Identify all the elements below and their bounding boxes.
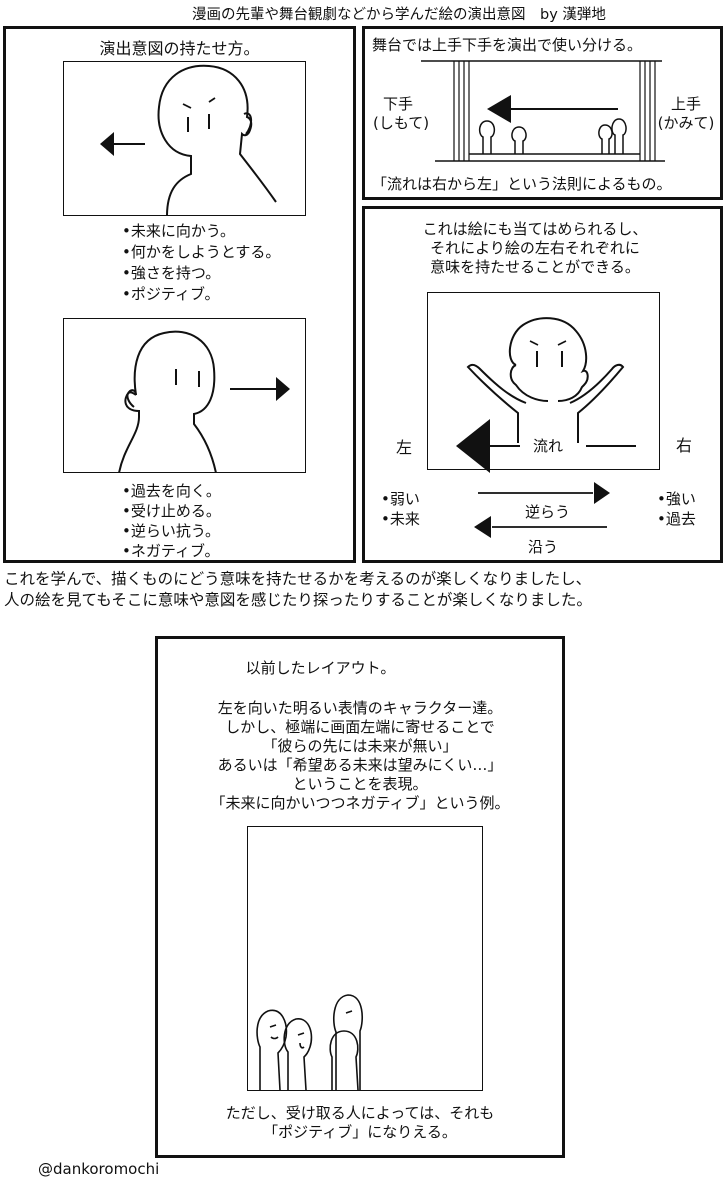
right-word: 右	[676, 436, 693, 455]
panel-left: 演出意図の持たせ方。 •未来に向かう。 •何かをしようとする。 •強さを持つ。 …	[3, 26, 356, 563]
stage-diagram	[421, 60, 665, 162]
direction-arrows	[474, 482, 610, 538]
layout-footer-note: ただし、受け取る人によっては、それも 「ポジティブ」になりえる。	[225, 1104, 495, 1141]
stage-right-label: 上手 (かみて)	[657, 95, 715, 132]
list-item: •過去を向く。	[122, 482, 221, 500]
list-item: •受け止める。	[122, 502, 221, 520]
left-meaning-list: •弱い •未来	[381, 490, 420, 528]
right-meaning-list: •強い •過去	[657, 490, 696, 528]
panel-bottom-title: 以前したレイアウト。	[245, 659, 396, 677]
summary-text: これを学んで、描くものにどう意味を持たせるかを考えるのが楽しくなりましたし、 人…	[4, 570, 592, 609]
box2-meaning-list: •過去を向く。 •受け止める。 •逆らい抗う。 •ネガティブ。	[122, 481, 221, 561]
character-facing-left-drawing	[100, 64, 277, 215]
panel-stage: 舞台では上手下手を演出で使い分ける。 下手 (しもて) 上手 (かみ	[362, 26, 723, 200]
character-facing-right-drawing	[118, 330, 290, 472]
panel-flow: これは絵にも当てはめられるし、 それにより絵の左右それぞれに 意味を持たせること…	[362, 206, 723, 563]
panel-stage-title: 舞台では上手下手を演出で使い分ける。	[372, 36, 643, 54]
illustration-box-facing-right	[63, 318, 306, 473]
against-label: 逆らう	[525, 503, 571, 521]
illustration-box-arms-raised: 流れ	[427, 292, 660, 473]
list-item: •逆らい抗う。	[122, 522, 220, 540]
box1-meaning-list: •未来に向かう。 •何かをしようとする。 •強さを持つ。 •ポジティブ。	[122, 221, 280, 305]
along-label: 沿う	[528, 538, 559, 556]
illustration-box-facing-left	[63, 61, 306, 216]
flow-label: 流れ	[530, 437, 567, 455]
page-header: 漫画の先輩や舞台観劇などから学んだ絵の演出意図 by 漢弾地	[192, 7, 606, 23]
list-item: •ネガティブ。	[122, 542, 220, 560]
layout-explanation: 左を向いた明るい表情のキャラクター達。 しかし、極端に画面左端に寄せることで 「…	[210, 699, 510, 812]
list-item: •ポジティブ。	[122, 285, 220, 303]
panel-left-title: 演出意図の持たせ方。	[99, 39, 260, 58]
panel-bottom: 以前したレイアウト。 左を向いた明るい表情のキャラクター達。 しかし、極端に画面…	[155, 636, 565, 1158]
flow-intro-text: これは絵にも当てはめられるし、 それにより絵の左右それぞれに 意味を持たせること…	[422, 220, 648, 276]
stage-caption: 「流れは右から左」という法則によるもの。	[372, 175, 672, 193]
list-item: •何かをしようとする。	[122, 243, 281, 261]
list-item: •強さを持つ。	[122, 264, 221, 282]
list-item: •未来に向かう。	[122, 222, 235, 240]
character-arms-raised-drawing	[456, 317, 636, 473]
characters-crowded-left-drawing	[256, 994, 363, 1091]
layout-example-frame	[247, 826, 483, 1091]
stage-left-label: 下手 (しもて)	[373, 95, 430, 132]
left-word: 左	[396, 438, 413, 457]
author-credit: @dankoromochi	[38, 1160, 160, 1178]
